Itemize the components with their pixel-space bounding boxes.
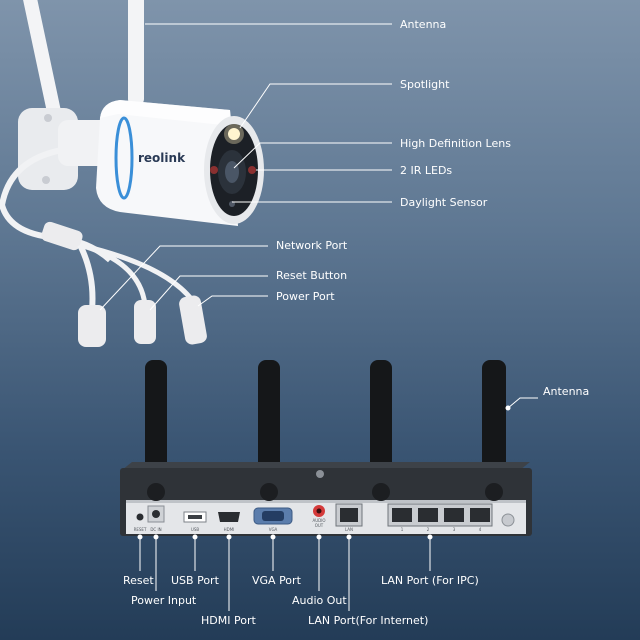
label-nvr-antenna: Antenna [543, 385, 590, 398]
label-vga-port: VGA Port [252, 574, 301, 587]
nvr-reset-hole [136, 513, 144, 521]
nvr-hdmi-port [218, 512, 240, 522]
nvr-lan-ipc-block [387, 503, 493, 527]
panel-text-audio-out: OUT [315, 523, 324, 528]
panel-text-port-4: 4 [479, 527, 482, 532]
label-lan-internet: LAN Port(For Internet) [308, 614, 429, 627]
label-hd-lens: High Definition Lens [400, 137, 511, 150]
panel-text-reset: RESET [134, 527, 147, 532]
camera-ir-led [248, 166, 256, 174]
label-usb-port: USB Port [171, 574, 219, 587]
camera-antenna-right [128, 0, 144, 105]
label-daylight-sensor: Daylight Sensor [400, 196, 488, 209]
label-lan-ipc: LAN Port (For IPC) [381, 574, 479, 587]
panel-text-hdmi: HDMI [224, 527, 235, 532]
panel-text-port-1: 1 [401, 527, 404, 532]
panel-text-port-2: 2 [427, 527, 430, 532]
label-network-port: Network Port [276, 239, 348, 252]
camera-network-connector [78, 305, 106, 347]
camera-reset-connector [134, 300, 156, 344]
camera-pointer-lines [99, 23, 392, 311]
panel-text-lan: LAN [345, 527, 353, 532]
camera-cable-junction [41, 221, 83, 251]
label-reset: Reset [123, 574, 154, 587]
panel-text-audio: AUDIO [312, 518, 325, 523]
nvr: RESET DC IN USB HDMI VGA AUDIO OUT LAN 1… [120, 360, 532, 536]
panel-text-usb: USB [191, 527, 199, 532]
panel-text-vga: VGA [269, 527, 278, 532]
camera-power-connector [179, 295, 207, 345]
label-ir-leds: 2 IR LEDs [400, 164, 453, 177]
nvr-ground-screw [501, 513, 515, 527]
camera-brand-logo: reolink [138, 151, 186, 165]
label-power-input: Power Input [131, 594, 197, 607]
camera-antenna-left [22, 0, 62, 120]
label-camera-antenna: Antenna [400, 18, 447, 31]
camera-light-ring [114, 116, 134, 200]
label-power-port: Power Port [276, 290, 335, 303]
camera: reolink [0, 0, 264, 347]
panel-text-dc-in: DC IN [150, 527, 161, 532]
label-audio-out: Audio Out [292, 594, 347, 607]
label-spotlight: Spotlight [400, 78, 450, 91]
nvr-pointer-lines [137, 397, 538, 611]
panel-text-port-3: 3 [453, 527, 456, 532]
label-hdmi-port: HDMI Port [201, 614, 256, 627]
label-reset-button: Reset Button [276, 269, 348, 282]
camera-spotlight [228, 128, 240, 140]
